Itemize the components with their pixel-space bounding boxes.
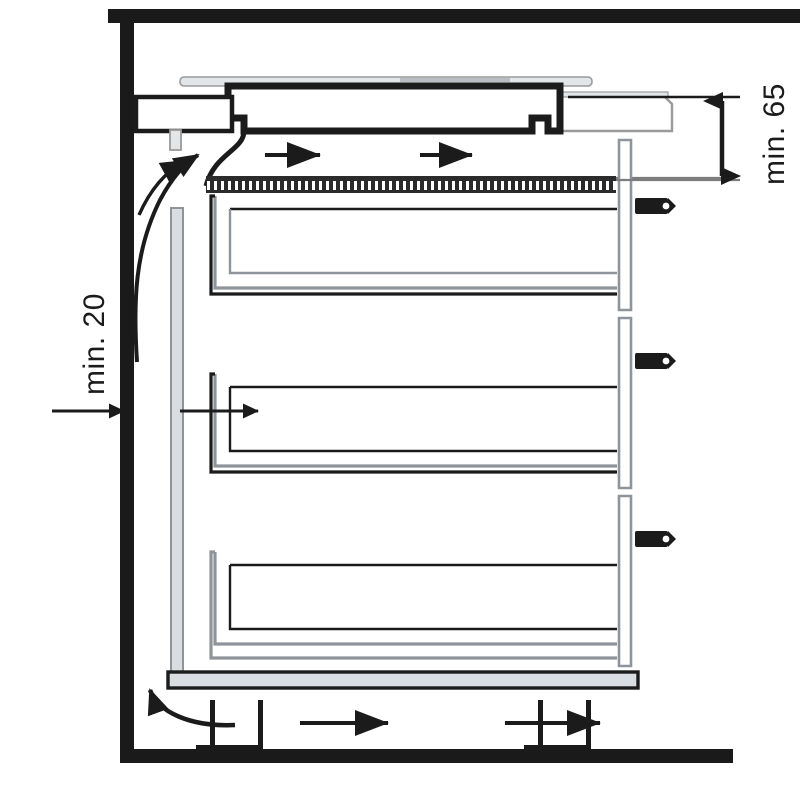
plinth-leg-group: [196, 700, 591, 752]
cabinet-carcass-group: [166, 138, 640, 690]
airflow-curved-arrow-rear-outer: [133, 153, 200, 363]
floor-horizontal: [120, 749, 733, 763]
airflow-curved-arrow-plinth: [147, 688, 236, 728]
plinth-foot-3: [524, 745, 586, 752]
grille-top-rail: [206, 176, 616, 181]
dimension-label-min-20: min. 20: [78, 293, 111, 395]
worktop-and-appliance-group: [133, 76, 674, 187]
appliance-body-outline: [224, 82, 564, 135]
trim-clip-bracket: [169, 129, 182, 151]
dimension-label-min-65: min. 65: [758, 83, 791, 185]
worktop-surface-highlight: [400, 78, 510, 82]
drawer-handle-1[interactable]: [635, 198, 676, 214]
grille-slat-band: [206, 181, 616, 190]
wall-top-horizontal: [108, 9, 800, 23]
drawer-inner-2-box: [228, 387, 617, 453]
drawer-outer-2: [213, 374, 617, 468]
plinth-leg-2: [258, 700, 263, 750]
cabinet-front-stile-upper: [617, 138, 633, 312]
drawer-handle-2[interactable]: [635, 353, 676, 369]
drawer-inner-1-box: [228, 209, 617, 275]
dimension-min-20-group: min. 20: [52, 293, 259, 419]
appliance-left-filler-trim: [133, 94, 235, 134]
plinth-foot-1: [196, 745, 258, 752]
drawer-handle-3[interactable]: [635, 531, 676, 547]
drawer-handle-group: [635, 198, 676, 547]
cabinet-front-stile-lower: [617, 494, 633, 668]
drawer-inner-3-box: [228, 565, 617, 631]
drawer-outer-1: [213, 196, 617, 290]
drawer-outer-3: [213, 552, 617, 646]
cabinet-front-stile-middle: [617, 316, 633, 490]
worktop-right-extension: [558, 94, 674, 133]
airflow-arrow-group: [133, 142, 601, 736]
drawer-outer-3-left: [209, 550, 617, 660]
drawer-outer-2-left: [209, 372, 617, 474]
cabinet-rear-panel: [170, 207, 184, 675]
grille-bottom-rail: [206, 190, 616, 193]
airflow-curved-arrow-rear-inner: [137, 159, 187, 216]
ventilation-grille-group: [206, 176, 722, 193]
cabinet-base-board: [166, 670, 640, 690]
wall-vertical-rear: [120, 9, 134, 763]
dimension-min-65-group: min. 65: [568, 83, 791, 185]
drawer-group: [209, 194, 617, 660]
drawer-outer-1-left: [209, 194, 617, 296]
wall-group: [108, 9, 800, 763]
